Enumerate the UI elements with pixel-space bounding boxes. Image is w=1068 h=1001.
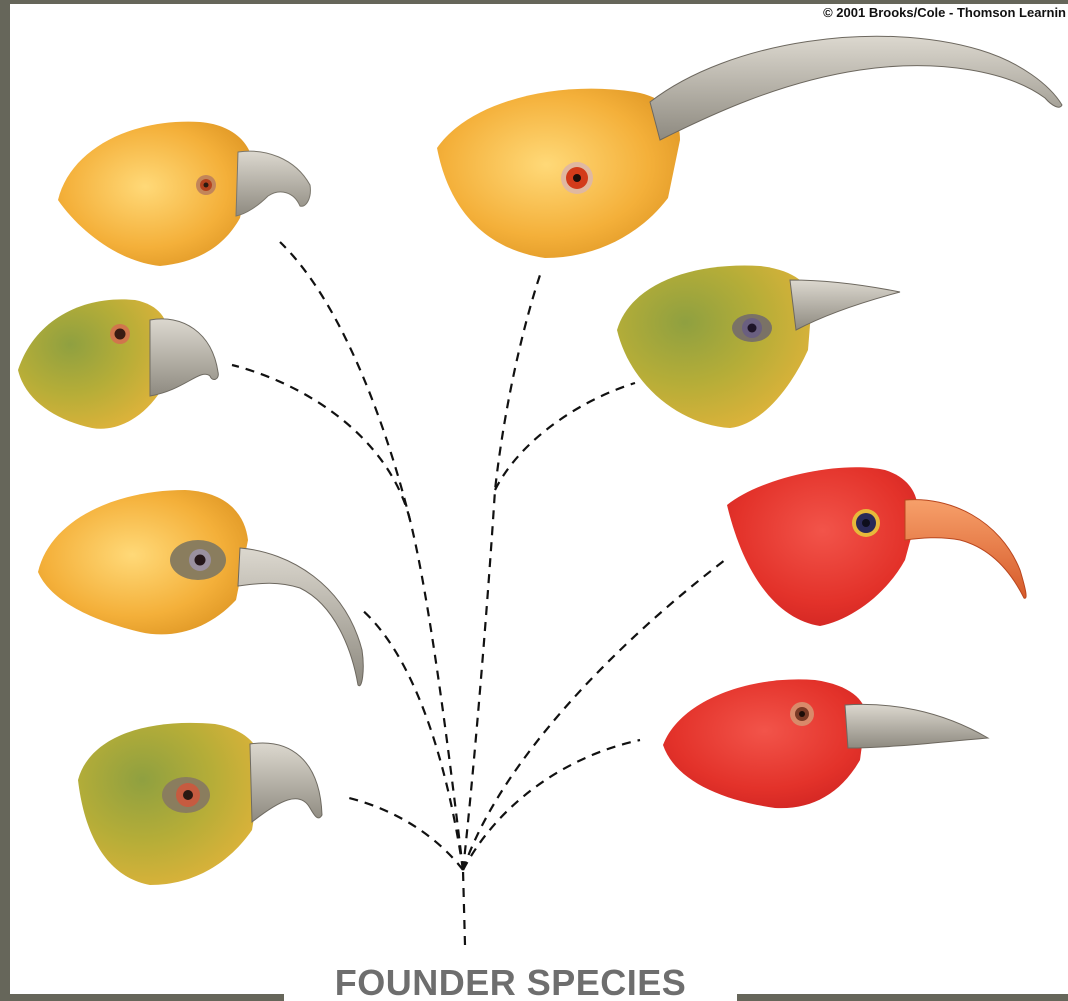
branch-bird-2: [232, 365, 410, 520]
branch-bird-6: [495, 383, 635, 490]
bird-8-red-slender-beak: [663, 679, 988, 808]
branch-bird-4: [345, 797, 463, 870]
bird-7-red-curved-orange-beak: [727, 467, 1026, 626]
founder-species-label: FOUNDER SPECIES: [284, 962, 737, 1001]
bird-2-green-parrot-beak: [18, 299, 218, 428]
branch-bird-5: [463, 275, 540, 870]
bird-1-yellow-hooked-beak: [58, 122, 310, 266]
branch-trunk: [463, 870, 465, 945]
bird-4-green-heavy-hook-beak: [78, 723, 322, 885]
copyright-notice: © 2001 Brooks/Cole - Thomson Learnin: [823, 5, 1066, 20]
bird-3-yellow-sickle-beak: [38, 490, 363, 686]
bird-5-yellow-long-sickle-beak: [437, 36, 1062, 258]
branch-bird-8: [463, 740, 640, 870]
bird-6-green-straight-beak: [617, 266, 900, 428]
